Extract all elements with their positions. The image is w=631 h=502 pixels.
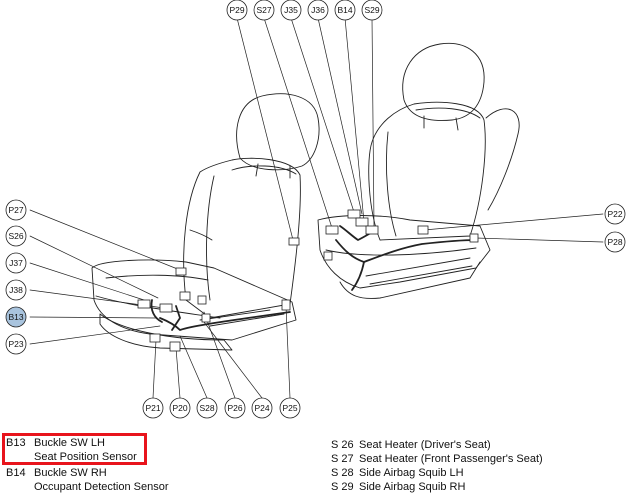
callout-p24[interactable]: P24 (251, 397, 273, 419)
legend-entry-b13: B13 Buckle SW LH Seat Position Sensor (6, 436, 137, 464)
callout-p21[interactable]: P21 (142, 397, 164, 419)
callout-p29[interactable]: P29 (226, 0, 248, 21)
callout-label: J37 (9, 258, 23, 268)
legend-entry-s27: S 27 Seat Heater (Front Passenger's Seat) (331, 452, 543, 466)
callout-label: J35 (284, 5, 298, 15)
callout-s27[interactable]: S27 (253, 0, 275, 21)
callout-p28[interactable]: P28 (604, 231, 626, 253)
callout-s26[interactable]: S26 (5, 225, 27, 247)
callout-p25[interactable]: P25 (279, 397, 301, 419)
legend-name: Buckle SW RH (34, 467, 107, 479)
legend-code: S 29 (331, 481, 354, 493)
legend-code: S 27 (331, 453, 354, 465)
legend-code: S 28 (331, 467, 354, 479)
seat-wiring-diagram: P29 S27 J35 J36 B14 S29 P27 S26 J37 J38 … (5, 0, 626, 419)
callout-b14[interactable]: B14 (334, 0, 356, 21)
callout-p27[interactable]: P27 (5, 199, 27, 221)
legend-subname: Occupant Detection Sensor (34, 481, 169, 493)
connector-blocks (137, 209, 479, 352)
callout-p22[interactable]: P22 (604, 203, 626, 225)
callout-label: S26 (8, 231, 23, 241)
legend-code: B13 (6, 437, 26, 449)
legend-code: B14 (6, 467, 26, 479)
callout-p26[interactable]: P26 (224, 397, 246, 419)
callout-label: P25 (282, 403, 297, 413)
callout-label: J36 (311, 5, 325, 15)
legend-entry-s26: S 26 Seat Heater (Driver's Seat) (331, 438, 491, 452)
right-seat-outline (317, 42, 520, 299)
callout-label: B14 (337, 5, 352, 15)
callout-b13[interactable]: B13 (5, 306, 27, 328)
callout-label: P21 (145, 403, 160, 413)
callout-label: P24 (254, 403, 269, 413)
legend-subname: Seat Position Sensor (34, 451, 137, 463)
callout-s29[interactable]: S29 (361, 0, 383, 21)
callout-j35[interactable]: J35 (280, 0, 302, 21)
left-seat-outline (91, 93, 320, 351)
callout-p20[interactable]: P20 (169, 397, 191, 419)
callout-label: P27 (8, 205, 23, 215)
callout-label: P28 (607, 237, 622, 247)
callout-label: P29 (229, 5, 244, 15)
legend-name: Side Airbag Squib LH (359, 467, 464, 479)
callout-label: J38 (9, 285, 23, 295)
legend-entry-s28: S 28 Side Airbag Squib LH (331, 466, 464, 480)
highlight-box (2, 433, 147, 465)
callout-label: P20 (172, 403, 187, 413)
callout-j37[interactable]: J37 (5, 252, 27, 274)
callout-p23[interactable]: P23 (5, 333, 27, 355)
callout-label: P26 (227, 403, 242, 413)
callout-label: P23 (8, 339, 23, 349)
legend-name: Buckle SW LH (34, 437, 105, 449)
callout-label: S27 (256, 5, 271, 15)
connector-callouts: P29 S27 J35 J36 B14 S29 P27 S26 J37 J38 … (5, 0, 626, 419)
legend-name: Side Airbag Squib RH (359, 481, 466, 493)
callout-label: P22 (607, 209, 622, 219)
legend-entry-b14: B14 Buckle SW RH Occupant Detection Senso… (6, 466, 169, 494)
wiring-harness (150, 225, 477, 331)
callout-j36[interactable]: J36 (307, 0, 329, 21)
legend-entry-s29: S 29 Side Airbag Squib RH (331, 480, 465, 494)
callout-s28[interactable]: S28 (196, 397, 218, 419)
leader-lines (29, 17, 604, 399)
legend-code: S 26 (331, 439, 354, 451)
callout-label: S29 (364, 5, 379, 15)
legend-name: Seat Heater (Front Passenger's Seat) (359, 453, 543, 465)
callout-label: S28 (199, 403, 214, 413)
callout-j38[interactable]: J38 (5, 279, 27, 301)
callout-label: B13 (8, 312, 23, 322)
legend-name: Seat Heater (Driver's Seat) (359, 439, 491, 451)
